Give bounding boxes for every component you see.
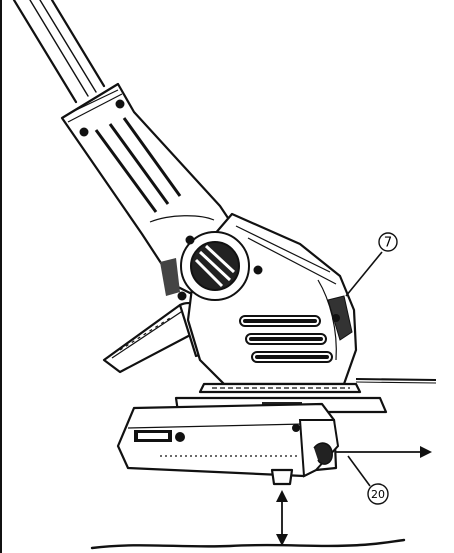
cutting-line-arrow [336, 446, 432, 458]
height-arrow [276, 490, 288, 546]
guard-head [116, 402, 340, 486]
ground-line [90, 538, 406, 550]
callout-20-label: 20 [371, 488, 385, 501]
callout-7: 7 [345, 232, 398, 297]
callout-7-label: 7 [384, 236, 392, 251]
callout-20: 20 [347, 455, 389, 505]
angle-adjust-knob [160, 231, 263, 301]
shaft [12, 0, 106, 104]
motor-housing [186, 212, 358, 386]
